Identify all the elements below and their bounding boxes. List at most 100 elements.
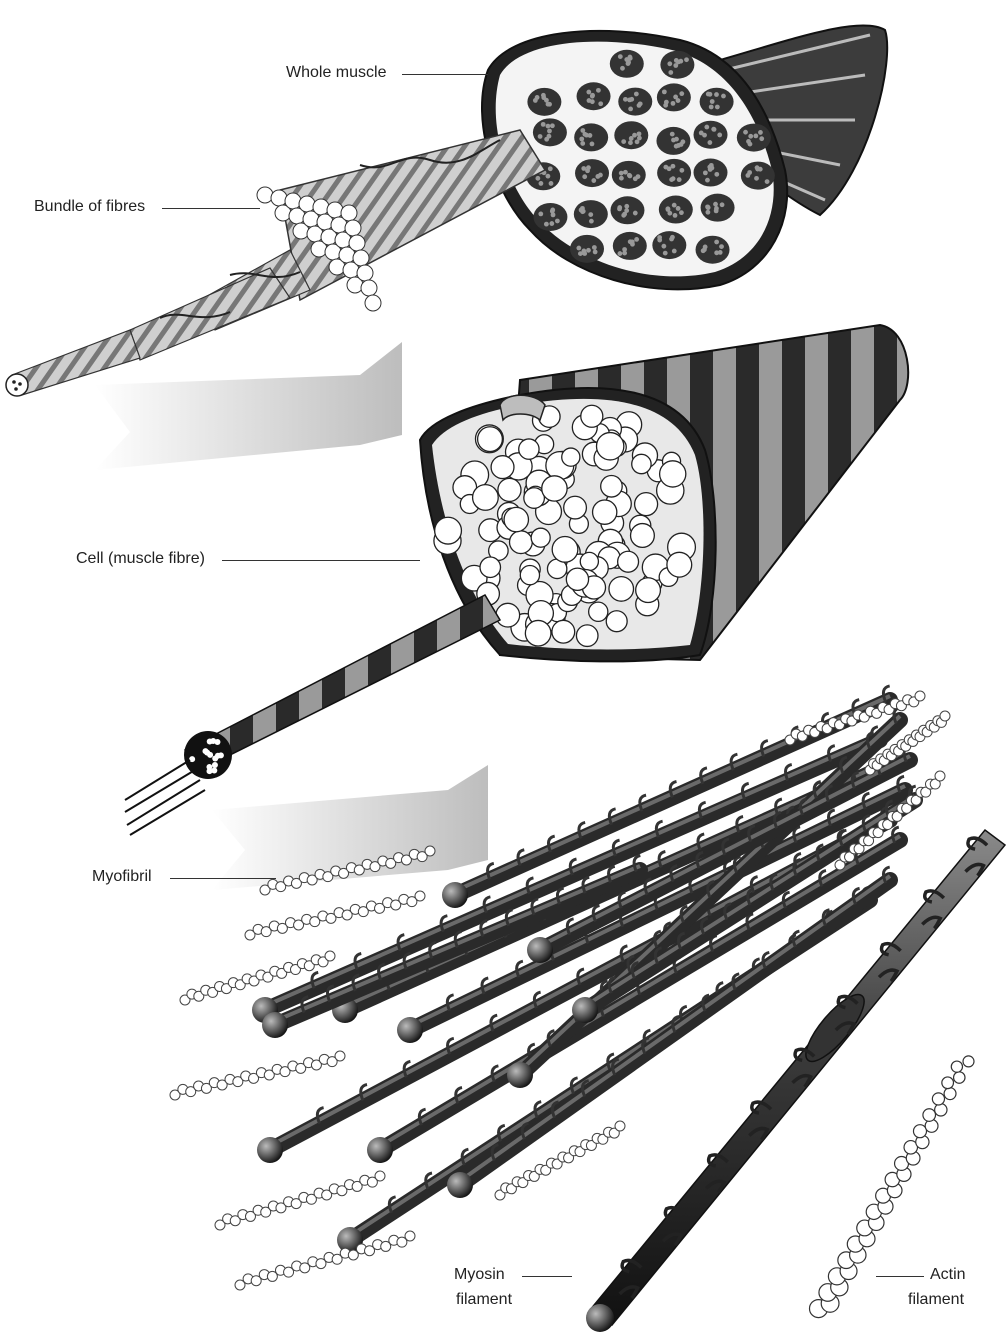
label-myosin-line1: Myosin — [454, 1265, 505, 1285]
myofibril-section — [478, 427, 503, 452]
fibre-end — [299, 196, 315, 212]
fascicle — [614, 121, 648, 149]
whole-muscle-illustration — [482, 25, 887, 289]
filament-end — [207, 768, 213, 774]
myofibril-section — [601, 476, 623, 498]
label-cell-muscle-fibre: Cell (muscle fibre) — [76, 549, 205, 569]
myofibril-section — [498, 478, 521, 501]
leader-myosin — [522, 1276, 572, 1277]
label-bundle-of-fibres: Bundle of fibres — [34, 197, 145, 217]
filament-end — [204, 750, 210, 756]
myofibril-section — [609, 577, 634, 602]
fibre-end — [357, 265, 373, 281]
fascicle — [577, 82, 611, 110]
fascicle — [652, 231, 686, 259]
fibre-end — [327, 202, 343, 218]
myofibril-section — [566, 568, 588, 590]
fibre-end — [361, 280, 377, 296]
myofibril-section — [618, 551, 639, 572]
myofibril-section — [581, 405, 603, 427]
actin-monomer — [942, 1077, 954, 1089]
fibre-end — [353, 250, 369, 266]
filament-end — [215, 753, 221, 759]
fascicle — [659, 196, 693, 224]
fascicle — [696, 236, 730, 264]
fascicle — [610, 196, 644, 224]
fascicle — [701, 194, 735, 222]
fascicle — [656, 127, 690, 155]
fibre-end — [313, 199, 329, 215]
myofibril-section — [519, 439, 539, 459]
fascicle — [618, 88, 652, 116]
myofibril-section — [576, 625, 598, 647]
filament-end — [212, 762, 218, 768]
myofibril-section — [596, 433, 623, 460]
fascicle — [575, 159, 609, 187]
label-whole-muscle: Whole muscle — [286, 63, 386, 83]
label-actin-line2: filament — [908, 1290, 964, 1310]
myofibril-section — [635, 493, 658, 516]
myofibril-section — [564, 496, 587, 519]
fascicle — [613, 232, 647, 260]
myofibril-section — [552, 537, 578, 563]
myofibril-section — [636, 578, 661, 603]
filament-end — [189, 756, 195, 762]
thin-filament — [235, 1231, 415, 1290]
fascicle — [533, 118, 567, 146]
actin-monomer — [932, 1093, 944, 1105]
fibre-end — [341, 205, 357, 221]
myofibril-section — [580, 552, 598, 570]
fascicle — [570, 235, 604, 263]
fascicle — [660, 51, 694, 79]
actin-monomer — [935, 1104, 947, 1116]
fascicle — [694, 121, 728, 149]
fibre-bundle-illustration — [6, 130, 545, 396]
thin-filament — [215, 1171, 385, 1230]
myofibril-section — [632, 454, 651, 473]
myofibril-section — [504, 507, 528, 531]
leader-actin — [876, 1276, 924, 1277]
fascicle — [737, 124, 771, 152]
transition-arrow-1 — [95, 342, 402, 470]
myofibril-section — [606, 611, 627, 632]
myofibril-section — [667, 552, 692, 577]
label-myofibril: Myofibril — [92, 867, 152, 887]
fascicle — [657, 83, 691, 111]
fascicle — [610, 50, 644, 78]
myofibril-section — [542, 476, 567, 501]
fibre-end — [285, 193, 301, 209]
thin-filament — [170, 1051, 345, 1100]
myofibril-illustration — [170, 686, 950, 1290]
myofibril-section — [531, 528, 550, 547]
myofibril-section — [660, 461, 686, 487]
actin-monomer — [951, 1061, 962, 1072]
myofibril-section — [593, 500, 617, 524]
leader-cell-muscle-fibre — [222, 560, 420, 561]
fascicle — [527, 88, 561, 116]
leader-myofibril — [170, 878, 276, 879]
fascicle — [694, 159, 728, 187]
actin-monomer — [923, 1109, 936, 1122]
thin-filament — [245, 891, 425, 940]
actin-monomer — [913, 1125, 926, 1138]
fibre-end — [257, 187, 273, 203]
myofibril-section — [480, 557, 500, 577]
actin-monomer — [944, 1088, 956, 1100]
myofibril-section — [552, 620, 575, 643]
myofibril-section — [510, 531, 533, 554]
fibre-end — [271, 190, 287, 206]
myofibril-section — [589, 602, 608, 621]
leader-whole-muscle — [402, 74, 488, 75]
myofibril-section — [562, 448, 580, 466]
fascicle — [700, 88, 734, 116]
fascicle — [574, 123, 608, 151]
fibre-end — [349, 235, 365, 251]
myofibril-section — [473, 485, 499, 511]
fascicle — [612, 161, 646, 189]
myofibril-section — [520, 566, 539, 585]
myofibril-section — [525, 620, 551, 646]
label-actin-line1: Actin — [930, 1265, 966, 1285]
fascicle — [741, 162, 775, 190]
fascicle — [657, 159, 691, 187]
myofibril-section — [435, 517, 462, 544]
